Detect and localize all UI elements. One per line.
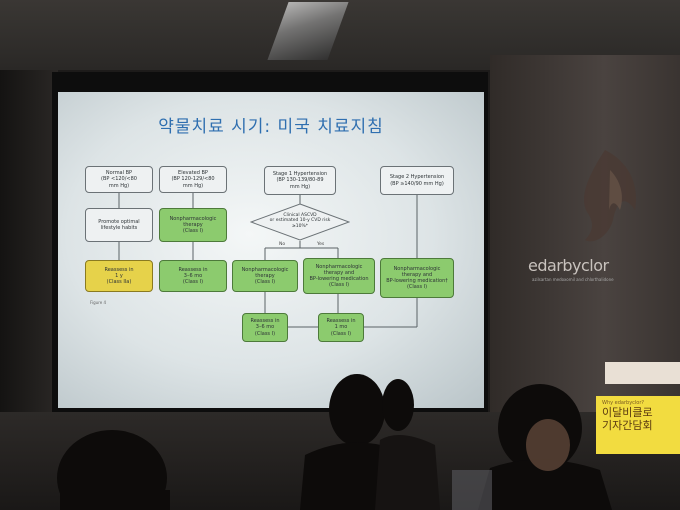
box-reassess-1mo: Reassess in 1 mo (Class I) xyxy=(318,313,364,342)
box-nonpharm-and-medication-stage2: Nonpharmacologic therapy and BP-lowering… xyxy=(380,258,454,298)
banner-subtitle: Why edarbyclor? xyxy=(602,400,645,406)
eagle-logo-icon xyxy=(584,150,636,242)
box-stage1-hypertension: Stage 1 Hypertension (BP 130-139/80-89 m… xyxy=(264,166,336,195)
label-no: No xyxy=(279,242,286,247)
box-reassess-3-6mo: Reassess in 3–6 mo (Class I) xyxy=(159,260,227,292)
label-yes: Yes xyxy=(317,242,325,247)
slide-title: 약물치료 시기: 미국 치료지침 xyxy=(158,117,384,137)
stage-sign xyxy=(605,362,680,384)
box-normal-bp: Normal BP (BP <120/<80 mm Hg) xyxy=(85,166,153,193)
banner-line-2: 기자간담회 xyxy=(602,419,653,432)
figure-label: Figure 4 xyxy=(90,300,107,305)
brand-tagline: azilsartan medoxomil and chlorthalidone xyxy=(532,277,614,282)
box-reassess-1y: Reassess in 1 y (Class IIa) xyxy=(85,260,153,292)
box-promote-lifestyle: Promote optimal lifestyle habits xyxy=(85,208,153,242)
box-elevated-bp: Elevated BP (BP 120-129/<80 mm Hg) xyxy=(159,166,227,193)
decision-ascvd-risk: Clinical ASCVD or estimated 10-y CVD ris… xyxy=(249,203,351,241)
decision-text: Clinical ASCVD or estimated 10-y CVD ris… xyxy=(269,213,331,229)
box-reassess-3-6mo-b: Reassess in 3–6 mo (Class I) xyxy=(242,313,288,342)
box-stage2-hypertension: Stage 2 Hypertension (BP ≥140/90 mm Hg) xyxy=(380,166,454,195)
event-banner: Why edarbyclor? 이달비클로 기자간담회 xyxy=(596,396,680,454)
banner-line-1: 이달비클로 xyxy=(602,406,653,419)
box-nonpharm-and-medication: Nonpharmacologic therapy and BP-lowering… xyxy=(303,258,375,294)
box-nonpharm-therapy-1: Nonpharmacologic therapy (Class I) xyxy=(159,208,227,242)
projected-slide: 약물치료 시기: 미국 치료지침 xyxy=(58,92,484,408)
brand-name: edarbyclor xyxy=(528,256,609,275)
box-nonpharm-therapy-2: Nonpharmacologic therapy (Class I) xyxy=(232,260,298,292)
